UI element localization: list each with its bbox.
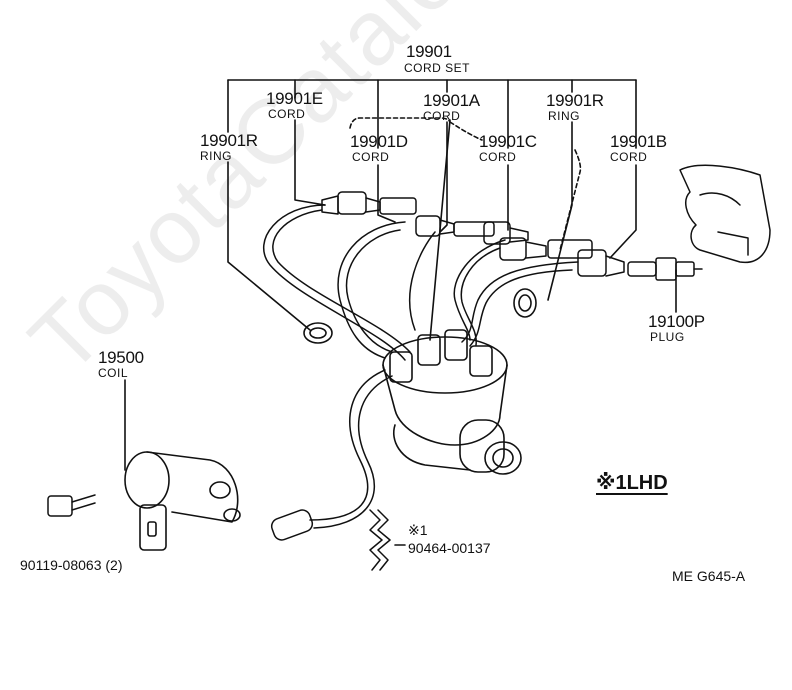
cord-d-number: 19901D (350, 132, 408, 151)
cord-set-bracket (227, 79, 637, 149)
ring-left-number: 19901R (200, 131, 258, 150)
ring-top-number: 19901R (546, 91, 604, 110)
cord-d-name: CORD (352, 150, 390, 164)
ignition-coil (124, 451, 241, 551)
cord-set-name: CORD SET (404, 61, 471, 75)
leader-lines (124, 117, 677, 546)
rings (303, 288, 537, 344)
cord-b-number: 19901B (610, 132, 667, 151)
cord-a-name: CORD (423, 109, 461, 123)
clip (369, 509, 391, 571)
cord-e-name: CORD (268, 107, 306, 121)
spark-plug (627, 257, 703, 281)
cord-c-number: 19901C (479, 132, 537, 151)
clip-code: 90464-00137 (408, 540, 491, 556)
plug-name: PLUG (650, 330, 685, 344)
clip-mark: ※1 (408, 522, 428, 538)
housing-part (679, 164, 771, 264)
ignition-cables (263, 204, 579, 529)
distributor (382, 329, 522, 475)
figure-code: ME G645-A (672, 568, 746, 584)
bolt (47, 494, 96, 517)
plug-boots (321, 191, 625, 277)
coil-name: COIL (98, 366, 129, 380)
coil-number: 19500 (98, 348, 144, 367)
cord-set-number: 19901 (406, 42, 452, 61)
plug-number: 19100P (648, 312, 705, 331)
cord-b-name: CORD (610, 150, 648, 164)
cord-c-name: CORD (479, 150, 517, 164)
lhd-note: ※1LHD (596, 472, 668, 494)
cord-a-number: 19901A (423, 91, 480, 110)
ring-left-name: RING (200, 149, 232, 163)
bolt-code: 90119-08063 (2) (20, 557, 123, 573)
coil-end-boot (270, 509, 314, 541)
cord-e-number: 19901E (266, 89, 323, 108)
ring-top-name: RING (548, 109, 580, 123)
